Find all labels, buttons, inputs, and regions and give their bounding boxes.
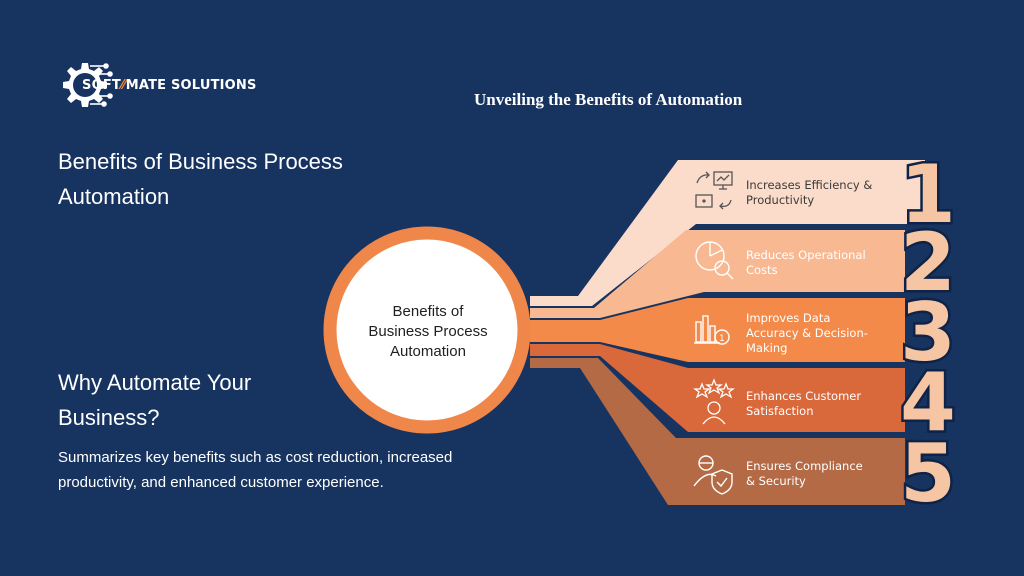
benefit-band-1 [530,160,925,306]
brand-name: SOFT⁄⁄MATE SOLUTIONS [82,78,257,93]
benefit-band-5 [530,358,905,505]
svg-text:1: 1 [719,334,725,344]
customer-stars-icon [693,378,735,425]
step-number-1: 1 [900,148,956,241]
benefit-band-3 [530,298,905,362]
slide-title: Unveiling the Benefits of Automation [474,90,743,109]
efficiency-monitor-icon [695,171,733,210]
data-bar-chart-icon: 1 [694,315,730,345]
center-circle [323,226,531,434]
cost-chart-search-icon [695,241,734,280]
softmate-logo [63,63,113,107]
center-label: Benefits of Business Process Automation [368,303,488,360]
why-heading: Why Automate Your Business? [58,370,252,430]
step-number-5: 5 [900,427,956,520]
user-shield-icon [693,455,733,495]
main-heading: Benefits of Business Process Automation [58,149,343,209]
step-number-4: 4 [900,356,956,449]
step-label-5: Ensures Compliance& Security [746,459,863,488]
step-number-3: 3 [900,286,956,379]
step-number-2: 2 [900,216,956,309]
step-label-1: Increases Efficiency &Productivity [746,178,873,207]
summary-text: Summarizes key benefits such as cost red… [58,449,453,491]
